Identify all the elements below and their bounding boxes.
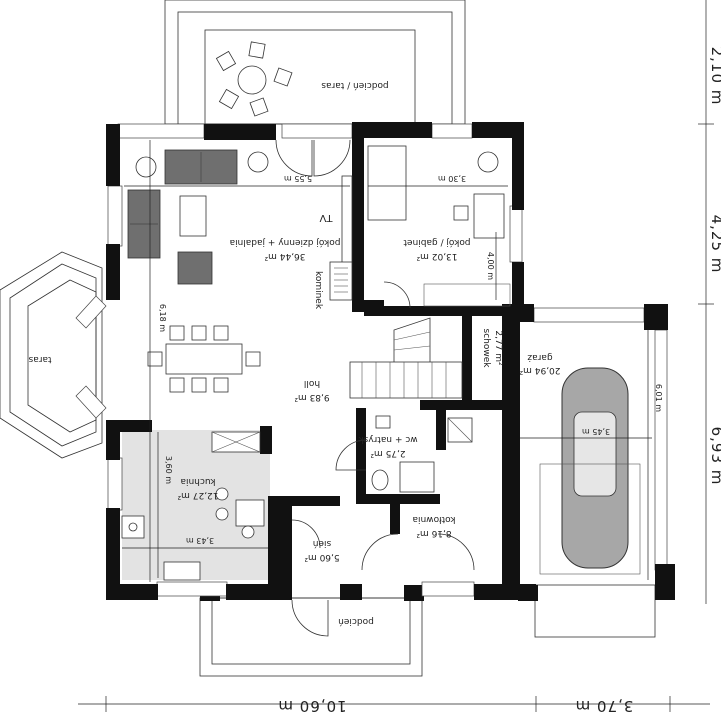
left-terrace-label: taras xyxy=(28,354,51,364)
office-furniture xyxy=(367,145,511,307)
garage-area: 20,94 m² xyxy=(519,365,560,375)
top-terrace-label: podcień / taras xyxy=(321,80,389,90)
dim-total-width-right: 3,70 m xyxy=(575,697,634,715)
office-name: pokój / gabinet xyxy=(403,237,471,248)
wc-name: wc + natrysk xyxy=(358,434,418,444)
kitchen-furniture xyxy=(121,431,265,581)
patio-table-set xyxy=(215,41,293,117)
doors xyxy=(275,139,475,637)
living-furniture xyxy=(127,149,499,393)
dim-right-bottom: 6,93 m xyxy=(708,427,721,486)
hall-area: 9,83 m² xyxy=(294,392,330,402)
porch-label: podcień xyxy=(338,616,374,626)
walls xyxy=(106,122,675,601)
dim-kitchen-depth: 3,60 m xyxy=(164,456,173,484)
dim-office-width: 3,30 m xyxy=(438,174,466,183)
labels: podcień / taras pokój dzienny + jadalnia… xyxy=(28,80,560,626)
windows xyxy=(75,123,668,597)
living-room-area: 36,44 m² xyxy=(264,251,305,261)
dim-garage-depth: 6,01 m xyxy=(654,384,663,412)
dim-living-depth: 6,18 m xyxy=(158,304,167,332)
dim-office-depth: 4,00 m xyxy=(486,252,495,280)
vestibule-area: 5,60 m² xyxy=(304,552,340,562)
dim-living-width: 5,55 m xyxy=(284,174,312,183)
dim-right-mid: 4,25 m xyxy=(708,215,721,274)
hall-name: holl xyxy=(304,378,320,388)
stairs xyxy=(349,317,463,399)
car-icon xyxy=(539,367,641,575)
dim-garage-width: 3,45 m xyxy=(582,427,610,436)
left-terrace xyxy=(0,251,103,459)
garage-apron xyxy=(534,584,656,638)
dim-total-width-left: 10,60 m xyxy=(277,697,346,715)
kitchen-name: kuchnia xyxy=(180,476,215,486)
dimension-lines xyxy=(122,140,652,582)
boiler-room-name: kotłownia xyxy=(412,514,455,524)
living-room-name: pokój dzienny + jadalnia xyxy=(230,237,341,248)
top-terrace xyxy=(164,0,466,125)
outer-dimensions xyxy=(78,0,714,712)
office-area: 13,02 m² xyxy=(416,251,457,261)
tv-label: TV xyxy=(319,212,333,223)
vestibule-name: sień xyxy=(313,538,331,548)
dim-right-top: 2,10 m xyxy=(708,47,721,106)
dimension-labels: 5,55 m 3,30 m 6,18 m 4,00 m 3,45 m 6,01 … xyxy=(158,47,721,715)
boiler-room-area: 8,16 m² xyxy=(416,528,452,538)
wc-area: 2,75 m² xyxy=(370,448,406,458)
kitchen-area: 12,27 m² xyxy=(177,490,218,500)
garage-name: garaż xyxy=(527,352,552,362)
wc-furniture xyxy=(371,415,473,493)
dim-kitchen-width: 3,43 m xyxy=(186,536,214,545)
storage-name: schowek xyxy=(481,329,491,369)
fireplace-label: kominek xyxy=(313,271,323,310)
storage-area: 2,77 m² xyxy=(493,330,503,366)
